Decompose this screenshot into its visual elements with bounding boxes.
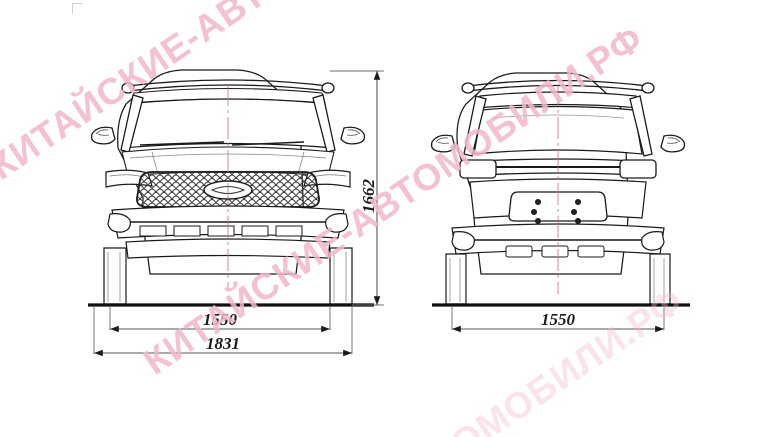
roof-rails bbox=[121, 79, 335, 94]
right-side-mirror bbox=[340, 126, 366, 145]
rear-wheels bbox=[445, 253, 671, 305]
rear-c-pillars bbox=[463, 95, 653, 157]
rear-left-mirror bbox=[430, 134, 456, 153]
plate-mounting-holes bbox=[530, 198, 582, 225]
windshield-wipers bbox=[139, 141, 305, 146]
front-skid-plate bbox=[125, 238, 331, 259]
crop-mark bbox=[72, 3, 82, 14]
dimension-overall-width: 1831 bbox=[93, 306, 353, 357]
left-side-mirror bbox=[90, 126, 116, 145]
fog-lamp-housings bbox=[107, 213, 349, 233]
right-taillight bbox=[619, 159, 657, 179]
dimension-front-track: 1550 bbox=[109, 306, 331, 333]
front-elevation-view bbox=[88, 69, 374, 307]
rear-right-mirror bbox=[660, 134, 686, 153]
dimension-overall-width-label: 1831 bbox=[206, 334, 240, 353]
license-plate-recess bbox=[508, 191, 608, 225]
rear-elevation-view bbox=[430, 72, 690, 307]
left-taillight bbox=[459, 159, 497, 179]
rear-reflectors bbox=[451, 231, 665, 251]
bumper-slats bbox=[139, 225, 303, 237]
dimension-overall-height: 1662 bbox=[330, 70, 384, 306]
dimension-height-label: 1662 bbox=[359, 179, 378, 214]
dimension-front-track-label: 1550 bbox=[203, 310, 238, 329]
dimension-rear-track-label: 1550 bbox=[541, 310, 576, 329]
dimension-rear-track: 1550 bbox=[451, 306, 665, 333]
front-lower-bumper bbox=[111, 205, 345, 239]
front-wheels bbox=[103, 247, 353, 305]
rear-diffuser-slats bbox=[505, 245, 605, 258]
rear-roof-rails bbox=[461, 79, 655, 94]
